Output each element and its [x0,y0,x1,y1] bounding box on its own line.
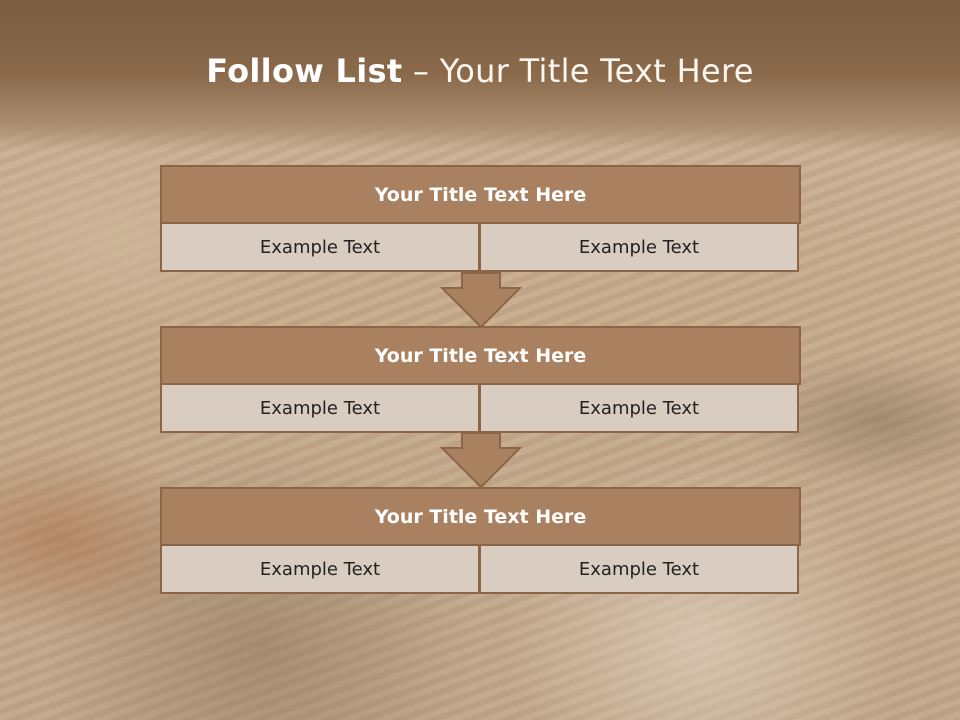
down-arrow-icon [440,432,522,488]
block-cell-left: Example Text [160,222,480,272]
title-bold: Follow List [206,52,403,90]
list-block-2: Your Title Text Here Example Text Exampl… [160,326,801,433]
header-band [0,0,960,150]
down-arrow-icon [440,272,522,328]
title-rest: Your Title Text Here [439,52,754,90]
block-title: Your Title Text Here [160,326,801,385]
slide-title: Follow List – Your Title Text Here [0,52,960,90]
list-block-3: Your Title Text Here Example Text Exampl… [160,487,801,594]
block-cell-right: Example Text [479,222,799,272]
block-title: Your Title Text Here [160,165,801,224]
list-block-1: Your Title Text Here Example Text Exampl… [160,165,801,272]
title-separator: – [402,52,440,90]
block-cell-left: Example Text [160,383,480,433]
block-cell-left: Example Text [160,544,480,594]
block-cell-right: Example Text [479,383,799,433]
block-cell-right: Example Text [479,544,799,594]
block-title: Your Title Text Here [160,487,801,546]
